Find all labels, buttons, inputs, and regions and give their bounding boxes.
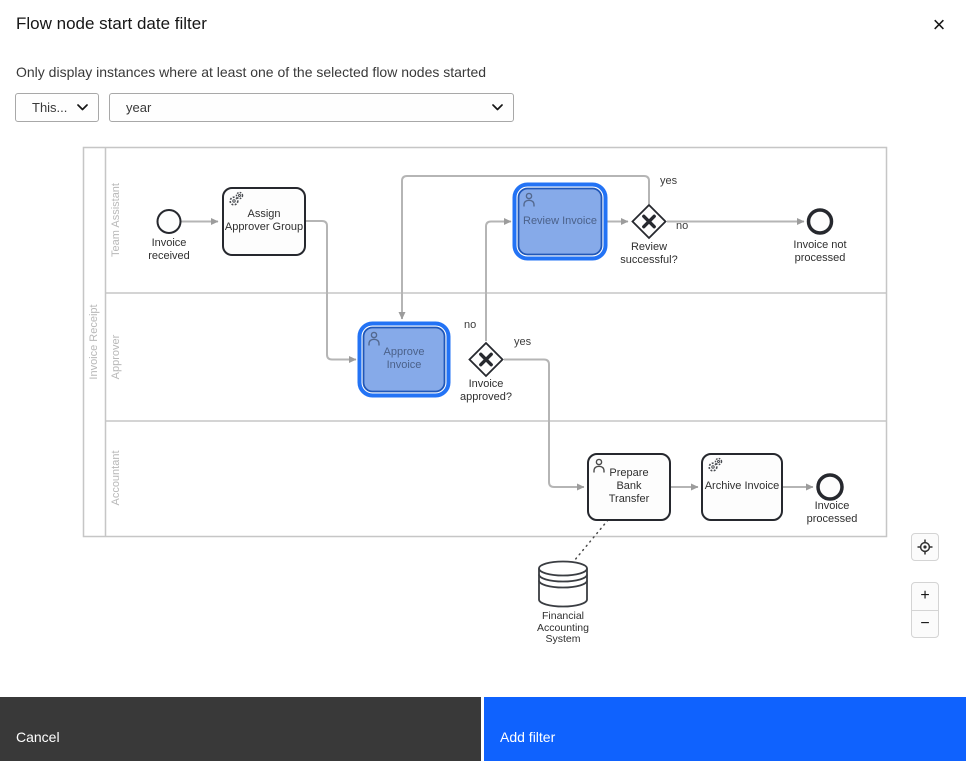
end-event-invoice-not-processed[interactable] <box>806 208 834 235</box>
bpmn-diagram <box>82 146 888 608</box>
pool-invoice-receipt <box>82 146 888 538</box>
start-event-invoice-received[interactable] <box>156 209 182 234</box>
add-filter-button[interactable]: Add filter <box>484 697 966 761</box>
modal-title: Flow node start date filter <box>16 14 207 33</box>
task-assign-approver-group[interactable] <box>222 187 306 256</box>
task-archive-invoice[interactable] <box>701 453 783 521</box>
sequence-flows <box>181 175 814 491</box>
gateway-review-successful[interactable] <box>631 203 667 240</box>
modal-subtitle: Only display instances where at least on… <box>16 64 487 80</box>
chevron-down-icon <box>492 104 503 111</box>
task-approve-invoice[interactable] <box>357 321 451 398</box>
date-unit-select[interactable]: year <box>109 93 514 122</box>
flow-assign-to-approve <box>305 220 357 363</box>
cancel-button[interactable]: Cancel <box>0 697 481 761</box>
end-event-invoice-processed[interactable] <box>816 473 844 501</box>
date-type-select[interactable]: This... <box>15 93 99 122</box>
user-task-icon <box>368 331 380 346</box>
date-unit-value: year <box>126 100 152 115</box>
gateway-invoice-approved[interactable] <box>468 341 504 378</box>
zoom-control-group: + − <box>911 582 939 638</box>
xor-gateway-icon <box>642 214 656 229</box>
user-task-icon <box>523 192 535 207</box>
flow-approved-no-to-review <box>485 218 512 341</box>
service-task-icon <box>708 457 723 472</box>
task-prepare-bank-transfer[interactable] <box>587 453 671 521</box>
chevron-down-icon <box>77 104 88 111</box>
flow-approved-yes-to-prepare <box>504 358 585 491</box>
xor-gateway-icon <box>479 352 493 367</box>
task-review-invoice[interactable] <box>512 182 608 261</box>
datastore-icon <box>538 560 588 608</box>
zoom-out-button[interactable]: − <box>912 611 938 638</box>
user-task-icon <box>593 458 605 473</box>
service-task-icon <box>229 191 244 206</box>
close-icon: × <box>932 12 946 37</box>
date-type-value: This... <box>32 100 68 115</box>
association-prepare-datastore <box>573 519 609 562</box>
flow-review-yes-to-approve <box>398 175 650 320</box>
zoom-in-button[interactable]: + <box>912 583 938 611</box>
modal-footer: Cancel Add filter <box>0 697 966 761</box>
reset-zoom-button[interactable] <box>911 533 939 561</box>
close-button[interactable]: × <box>920 6 958 44</box>
crosshair-icon <box>917 539 933 555</box>
